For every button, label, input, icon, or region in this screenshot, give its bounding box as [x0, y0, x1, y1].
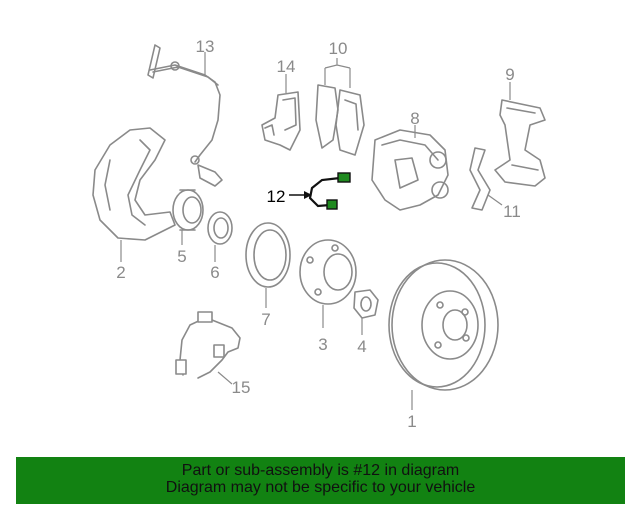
part-11-spring-clip [469, 147, 491, 211]
banner-line-disclaimer: Diagram may not be specific to your vehi… [165, 479, 476, 496]
part-12-wear-sensor [308, 172, 351, 210]
callout-8: 8 [410, 109, 419, 128]
part-3-hub [299, 239, 357, 305]
fitment-banner: Part or sub-assembly is #12 in diagram D… [16, 457, 625, 504]
part-9-carrier [494, 99, 546, 187]
part-14-clip [261, 91, 301, 151]
parts-diagram: 13 14 10 8 9 11 12 [92, 37, 546, 431]
part-13-abs-sensor [147, 44, 223, 187]
part-10-brake-pads [315, 84, 365, 156]
arrow-12 [304, 191, 312, 199]
callout-10: 10 [329, 39, 348, 58]
callout-2: 2 [116, 263, 125, 282]
part-4-nut [353, 289, 379, 319]
callout-1: 1 [407, 412, 416, 431]
callout-3: 3 [318, 335, 327, 354]
callout-15: 15 [232, 378, 251, 397]
callout-12: 12 [267, 187, 286, 206]
callout-5: 5 [177, 247, 186, 266]
lead-10 [324, 58, 351, 88]
callout-14: 14 [277, 57, 296, 76]
part-15-sensor-wire [175, 311, 241, 379]
banner-line-part: Part or sub-assembly is #12 in diagram [181, 462, 460, 479]
lead-11 [487, 194, 503, 206]
lead-15 [217, 371, 233, 385]
callout-9: 9 [505, 65, 514, 84]
part-1-rotor [388, 259, 499, 391]
callout-4: 4 [357, 337, 366, 356]
part-6-snap-ring [207, 211, 233, 245]
part-7-seal [245, 222, 291, 288]
part-8-caliper [371, 129, 449, 211]
part-2-dust-shield [92, 127, 176, 241]
callout-7: 7 [261, 310, 270, 329]
part-5-bearing [172, 189, 204, 231]
callout-6: 6 [210, 263, 219, 282]
callout-11: 11 [503, 202, 521, 221]
callout-13: 13 [196, 37, 215, 56]
